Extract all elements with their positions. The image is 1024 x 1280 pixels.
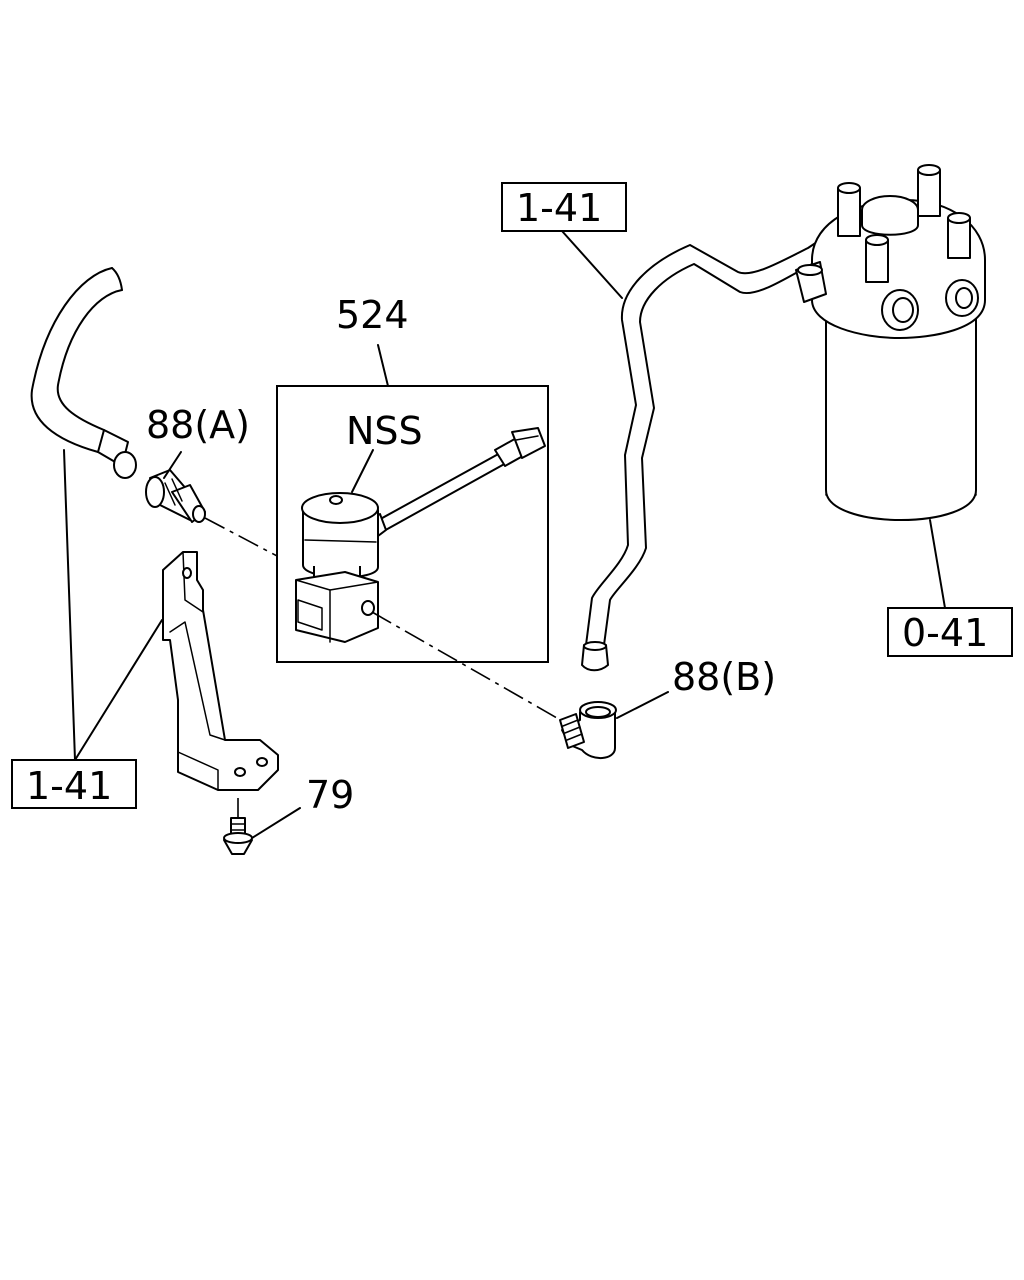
fitting-88a [145, 469, 206, 523]
fuel-filter [795, 164, 986, 521]
solenoid-valve [295, 427, 546, 643]
label-79: 79 [306, 773, 354, 817]
leader-88b [616, 691, 669, 719]
ref-left-label: 1-41 [26, 764, 112, 808]
mounting-bracket [162, 551, 279, 791]
leader-ref-top [561, 230, 623, 299]
ref-box-left [11, 759, 137, 809]
ref-top-label: 1-41 [516, 186, 602, 230]
label-88a: 88(A) [146, 403, 250, 447]
right-fuel-pipe [581, 227, 847, 672]
ref-box-filter [887, 607, 1013, 657]
ref-filter-label: 0-41 [902, 611, 988, 655]
leader-ref-filter [929, 519, 946, 609]
leader-nss [351, 449, 374, 493]
label-524: 524 [336, 293, 409, 337]
ref-box-top [501, 182, 627, 232]
leader-ref-left-hose [63, 449, 76, 761]
bolt-79 [223, 798, 253, 855]
label-88b: 88(B) [672, 655, 776, 699]
leader-ref-left-bracket [74, 619, 163, 761]
fitting-88b [559, 701, 617, 759]
label-nss: NSS [346, 409, 423, 453]
leader-79 [251, 807, 301, 839]
leader-88a [163, 451, 182, 479]
left-fuel-hose [30, 267, 137, 479]
leader-524 [377, 344, 389, 387]
